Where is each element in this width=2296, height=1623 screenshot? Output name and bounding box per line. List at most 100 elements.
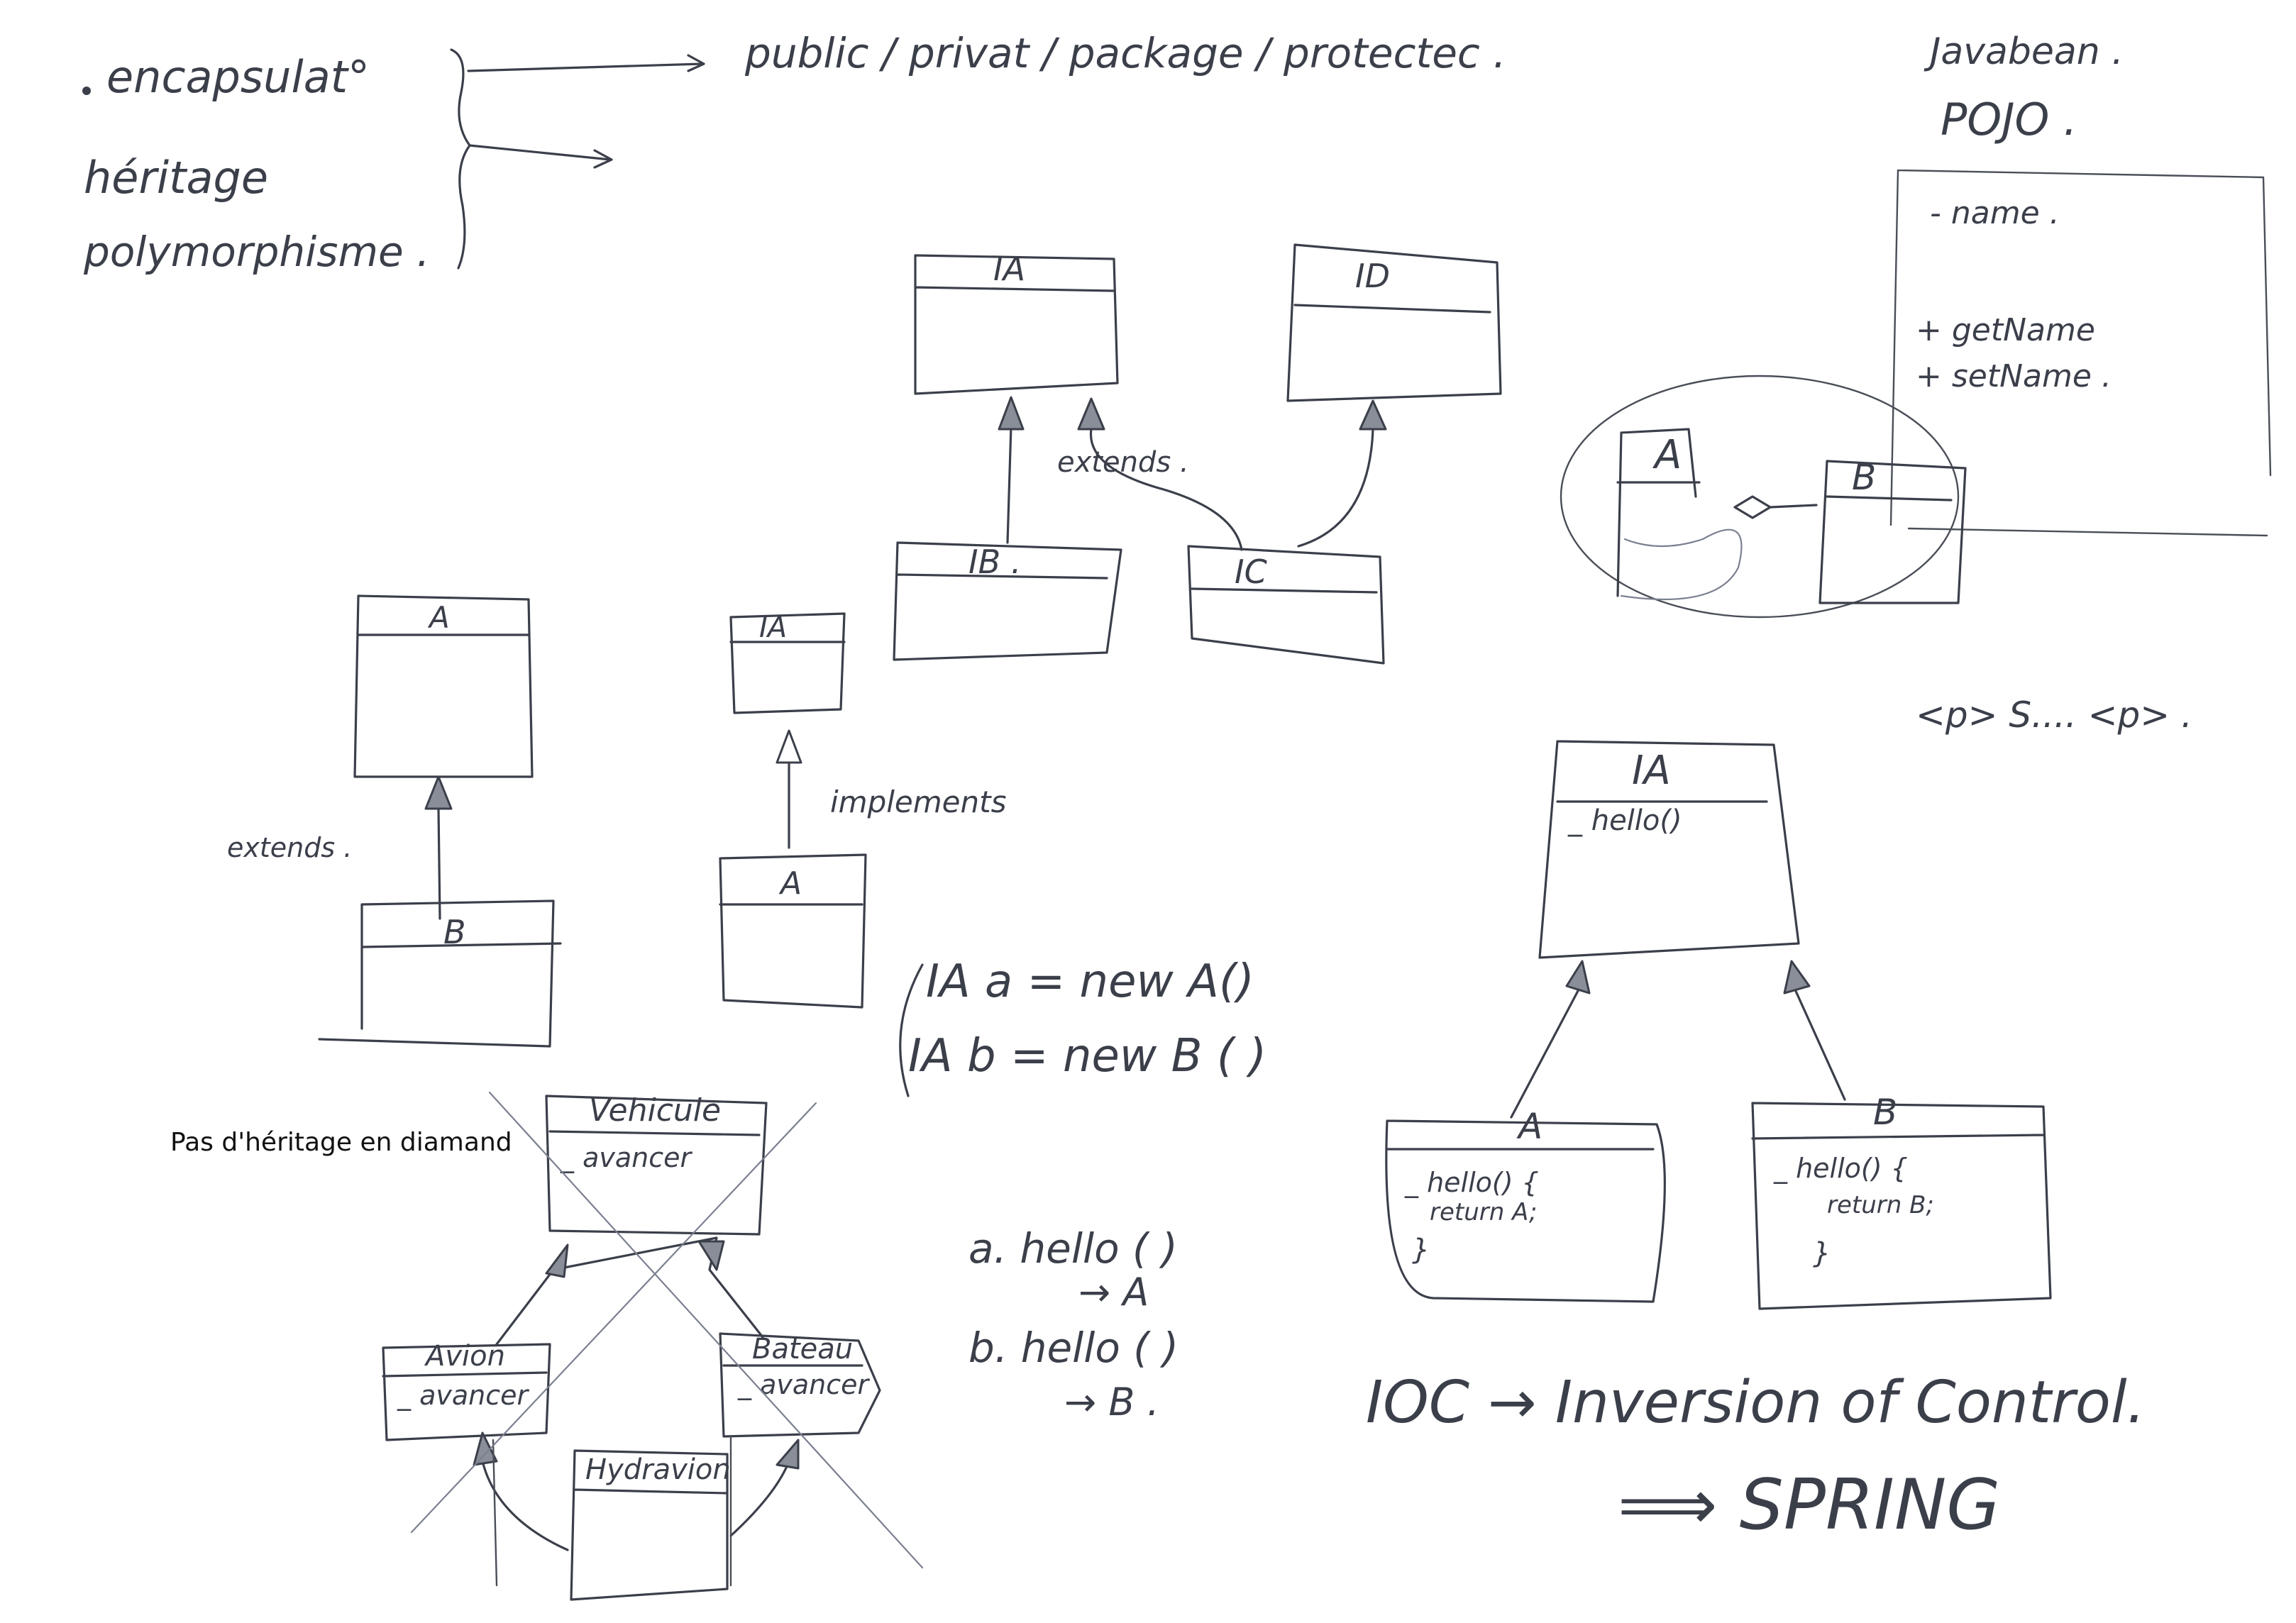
interface-id-label: ID [1355,257,1390,295]
ioc-line: IOC → Inversion of Control. [1366,1369,2146,1436]
access-modifiers: public / privat / package / protectec . [744,29,1506,77]
extends-line-ic-id [1297,428,1374,548]
arrow-to-heritage [468,144,612,161]
pojo-getter: + getName [1916,312,2095,348]
cross-line-2 [410,1102,817,1534]
call-a-result: → A [1078,1270,1149,1314]
ia-right-diagram: IA _ hello() A _ hello() { return A; } B… [1385,740,2052,1310]
triangle-arrow-icon [1783,960,1811,995]
class-b-box [1818,460,1967,604]
triangle-arrow-icon [776,729,802,764]
composition-link [1769,504,1818,509]
class-b-right-body: return B; [1827,1191,1934,1219]
code-line-1: IA a = new A() [926,955,1254,1008]
triangle-arrow-icon [1077,397,1105,431]
class-bateau-label: Bateau [752,1333,853,1366]
class-b-child-label: B [443,913,466,951]
class-hydravion-box [570,1449,729,1601]
triangle-arrow-icon [1359,399,1387,431]
javabean-title: Javabean . [1924,31,2124,73]
class-a-impl-box [719,853,867,1009]
interface-ic-box [1187,545,1385,665]
interface-ia-right-box [1538,740,1800,959]
class-avion-box [382,1343,551,1441]
code-line-2: IA b = new B ( ) [908,1030,1266,1082]
bullet-icon [82,87,91,95]
interface-ia-small-label: IA [759,611,787,644]
extends-line-ib-ia [1006,424,1012,544]
implements-block: IA A implements [719,611,1006,1009]
calls-block: a. hello ( ) → A b. hello ( ) → B . [968,1224,1179,1424]
class-a-box [1616,428,1701,597]
class-vehicule-box [545,1095,768,1236]
diamond-caption: Pas d'héritage en diamand [170,1128,512,1157]
brace [450,48,471,270]
interface-ia-box [914,254,1119,395]
triangle-arrow-icon [424,775,453,810]
pojo-box-bottom [1907,527,2268,537]
extends-label-top: extends . [1057,446,1189,479]
composition-class-a: A [1652,432,1682,478]
triangle-arrow-icon [697,1240,725,1271]
interface-ia-label: IA [993,250,1025,288]
class-a-scribble [1620,528,1743,600]
code-block: IA a = new A() IA b = new B ( ) [899,955,1266,1097]
pojo-setter: + setName . [1916,358,2112,394]
diamond-diagram: Pas d'héritage en diamand Vehicule _ ava… [170,1091,924,1601]
triangle-arrow-icon [998,396,1025,431]
extends-line-ic-ia [1089,428,1243,551]
composition-circle [1560,375,1960,619]
cross-line-1 [488,1091,924,1569]
triangle-arrow-icon [1565,960,1591,995]
code-paren [899,963,924,1097]
triangle-arrow-icon [776,1439,800,1470]
interfaces-top: IA ID IB . IC extends . [893,243,1502,665]
call-a-hello: a. hello ( ) [968,1224,1178,1273]
hydravion-to-avion [481,1460,569,1551]
class-a-parent-box [353,594,534,778]
class-b-right-method: _ hello() { [1773,1153,1908,1184]
implements-line-b-right [1794,988,1846,1101]
diamond-icon [1733,495,1772,519]
arrow-to-modifiers [467,62,704,72]
class-a-right-close: } [1412,1234,1430,1266]
pojo-box [1889,169,2272,526]
class-a-right-box [1385,1119,1666,1303]
spring-line: ⟹ SPRING [1618,1465,2000,1546]
class-b-child-box [318,899,562,1048]
implements-line-a-right [1510,988,1580,1119]
pojo-title: POJO . [1941,94,2077,145]
class-hydravion-label: Hydravion [585,1453,731,1486]
inheritance-left: A B extends . [227,594,562,1048]
pojo-field-name: - name . [1930,195,2060,231]
class-vehicule-label: Vehicule [589,1092,721,1129]
call-b-result: → B . [1064,1380,1159,1424]
composition-diagram: A B [1560,375,1967,619]
class-a-right-method: _ hello() { [1404,1167,1539,1198]
paragraph-note: <p> S.... <p> . [1916,694,2192,736]
concept-encapsulation: encapsulat° [106,51,370,103]
arrowhead-icon [593,149,613,169]
diamond-side-lines [492,1435,732,1587]
class-b-right-label: B [1873,1092,1897,1133]
triangle-arrow-icon [473,1431,498,1466]
extends-label-left: extends . [227,832,352,863]
triangle-arrow-icon [545,1243,569,1278]
class-b-right-box [1751,1102,2052,1310]
interface-ia-right-method: _ hello() [1567,804,1682,837]
class-avion-label: Avion [424,1340,505,1373]
class-a-right-body: return A; [1430,1198,1537,1226]
implements-label: implements [830,785,1006,819]
javabean-note: Javabean . POJO . - name . + getName + s… [1889,31,2272,537]
class-bateau-attr: _ avancer [737,1369,870,1400]
interface-ib-box [893,541,1122,661]
interface-ic-label: IC [1235,553,1267,591]
class-a-right-label: A [1516,1106,1542,1147]
call-b-hello: b. hello ( ) [968,1324,1179,1372]
composition-class-b: B [1852,457,1876,498]
diamond-upper-lines [495,1236,764,1346]
class-a-impl-label: A [778,865,802,902]
interface-ia-small-box [729,612,846,714]
hydravion-to-bateau [729,1463,789,1537]
